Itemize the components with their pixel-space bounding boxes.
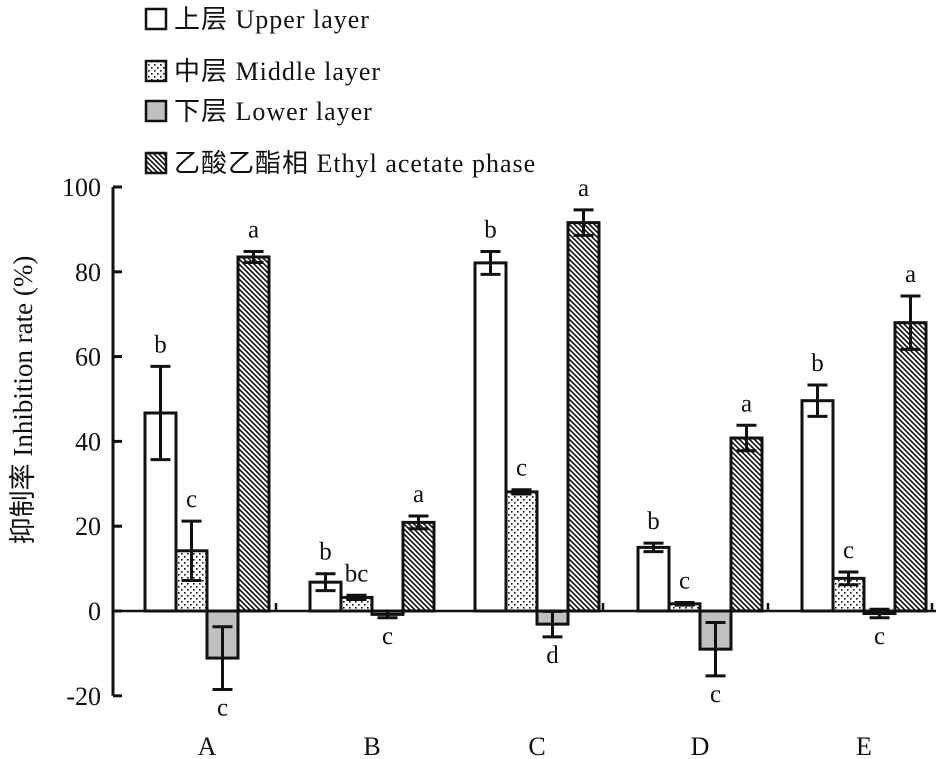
significance-letter: d [546,642,559,669]
legend: 上层 Upper layer 中层 Middle layer 下层 Lower la… [144,5,536,178]
bar [800,399,835,613]
x-tick-label: A [198,732,217,759]
x-tick-label: C [528,732,545,759]
bar [401,520,436,613]
x-tick-label: B [363,732,380,759]
bar [729,436,764,613]
bar [566,221,601,613]
y-tick-label: 100 [62,173,101,202]
bar [236,255,271,613]
significance-letter: bc [345,560,369,587]
bar [636,545,671,613]
significance-letter: c [679,568,690,595]
significance-letter: c [186,486,197,513]
significance-letter: a [248,216,259,243]
significance-letter: c [843,537,854,564]
legend-label: 中层 Middle layer [174,57,381,86]
legend-swatch [144,151,168,175]
y-tick-label: 80 [75,258,101,287]
significance-letter: a [741,390,752,417]
x-tick-label: D [691,732,710,759]
legend-swatch [144,59,168,83]
significance-letter: a [578,175,589,202]
significance-letter: b [647,508,660,535]
bar [893,321,928,613]
bar [504,490,539,613]
legend-label: 上层 Upper layer [174,5,370,34]
significance-letter: a [413,481,424,508]
significance-letter: a [905,261,916,288]
y-axis-label: 抑制率 Inhibition rate (%) [8,256,38,545]
significance-letter: b [811,350,824,377]
x-tick-label: E [856,732,872,759]
y-tick-label: 0 [88,597,101,626]
significance-letter: c [382,623,393,650]
legend-swatch [144,7,168,31]
y-tick-label: 60 [75,343,101,372]
significance-letter: c [874,623,885,650]
legend-swatch [144,99,168,123]
bar [473,261,508,613]
legend-label: 乙酸乙酯相 Ethyl acetate phase [174,149,536,178]
significance-letter: b [484,216,497,243]
legend-label: 下层 Lower layer [174,97,373,126]
significance-letter: c [516,455,527,482]
significance-letter: b [154,331,167,358]
y-tick-label: 40 [75,427,101,456]
significance-letter: c [217,694,228,721]
y-tick-label: -20 [66,682,101,711]
significance-letter: b [319,539,332,566]
significance-letter: c [710,681,721,708]
y-tick-label: 20 [75,512,101,541]
